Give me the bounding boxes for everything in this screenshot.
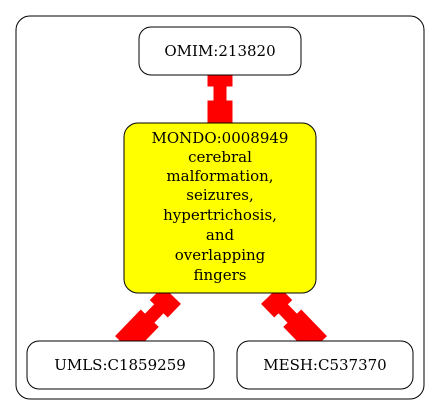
node-umls[interactable]: UMLS:C1859259 <box>26 340 215 390</box>
node-name-line: and <box>206 226 235 244</box>
node-name-line: fingers <box>193 266 246 284</box>
node-mesh[interactable]: MESH:C537370 <box>236 340 414 390</box>
edge-connector <box>207 68 233 125</box>
node-box <box>123 122 317 294</box>
node-omim[interactable]: OMIM:213820 <box>138 26 302 76</box>
node-name-line: seizures, <box>186 186 253 204</box>
edge-mondo-to-mesh <box>261 286 327 354</box>
node-mondo[interactable]: MONDO:0008949 cerebral malformation, sei… <box>123 122 317 294</box>
node-box <box>138 26 302 76</box>
node-name-line: hypertrichosis, <box>163 206 277 224</box>
node-box <box>236 340 414 390</box>
node-name-line: overlapping <box>175 246 266 264</box>
node-label: OMIM:213820 <box>164 42 275 60</box>
node-name-line: cerebral <box>188 148 252 166</box>
node-box <box>26 340 215 390</box>
node-id-label: MONDO:0008949 <box>152 129 289 147</box>
cluster-frame <box>15 15 425 400</box>
node-label: MESH:C537370 <box>263 356 386 374</box>
edge-omim-to-mondo <box>207 68 233 125</box>
edge-connector <box>261 286 327 354</box>
node-label: UMLS:C1859259 <box>54 356 186 374</box>
node-name-line: malformation, <box>166 167 273 185</box>
